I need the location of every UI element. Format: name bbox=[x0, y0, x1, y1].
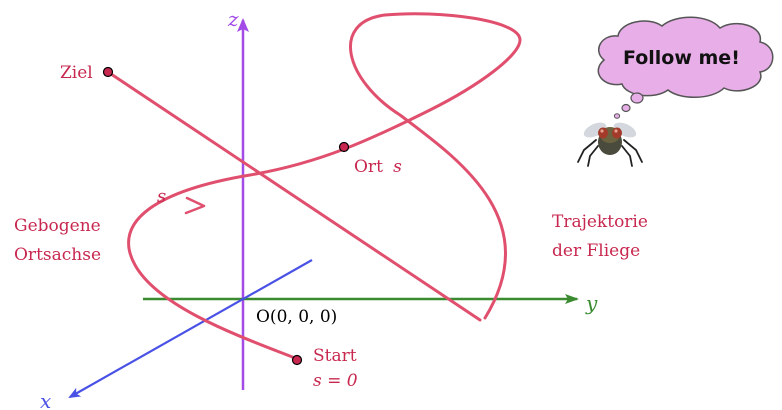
thought-dot-medium bbox=[621, 103, 631, 113]
origin-label: O(0, 0, 0) bbox=[256, 307, 337, 327]
start-label: Start bbox=[313, 346, 357, 366]
y-axis-label: y bbox=[585, 291, 598, 315]
position-label: Ort s bbox=[354, 157, 402, 177]
fly-icon bbox=[577, 122, 643, 167]
arc-parameter-label: s bbox=[157, 186, 166, 207]
position-point bbox=[338, 141, 350, 153]
curved-axis-label-line1: Gebogene bbox=[14, 216, 101, 236]
curved-axis-label-line2: Ortsachse bbox=[14, 245, 101, 265]
thought-dot-small bbox=[613, 113, 621, 119]
position-label-var: s bbox=[393, 157, 402, 177]
x-axis bbox=[68, 259, 313, 398]
direction-arrow bbox=[184, 196, 206, 215]
start-condition-label: s = 0 bbox=[313, 371, 358, 391]
z-axis-label: z bbox=[227, 7, 239, 31]
thought-dot-large bbox=[630, 92, 644, 104]
start-point bbox=[291, 354, 303, 366]
thought-bubble-text: Follow me! bbox=[623, 47, 740, 69]
thought-bubble-cloud bbox=[597, 16, 774, 98]
trajectory-label-line1: Trajektorie bbox=[552, 212, 648, 232]
thought-bubble: Follow me! bbox=[597, 16, 774, 119]
trajectory-label-line2: der Fliege bbox=[552, 241, 640, 261]
position-label-word: Ort bbox=[354, 157, 383, 177]
trajectory-straight-segment bbox=[106, 70, 482, 322]
x-axis-label: x bbox=[40, 389, 51, 410]
goal-label: Ziel bbox=[60, 63, 93, 83]
goal-point bbox=[102, 66, 114, 78]
trajectory-curve bbox=[127, 12, 522, 362]
